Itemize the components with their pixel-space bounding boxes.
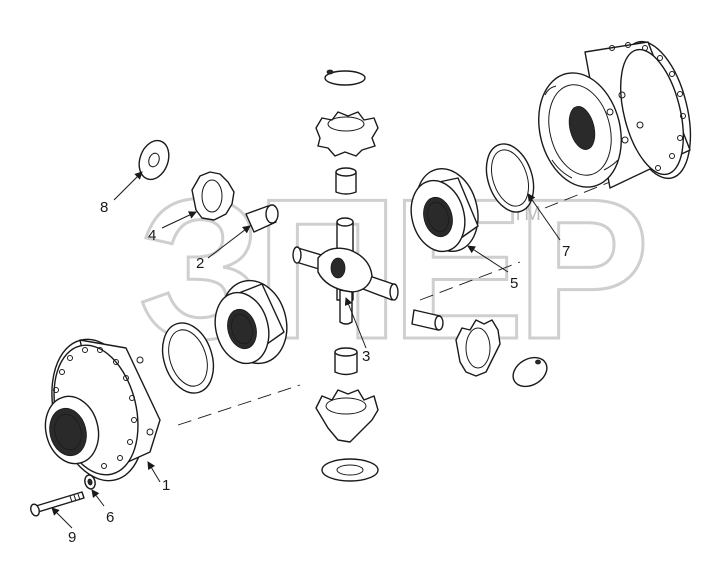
callout-label-3: 3: [362, 348, 370, 365]
spider-cross: [292, 217, 399, 325]
right-pinion-group: [411, 309, 548, 388]
callout-label-4: 4: [148, 227, 156, 244]
right-case-bolt-holes: [606, 42, 686, 171]
callout-label-6: 6: [106, 509, 114, 526]
callout-7: 7: [527, 193, 570, 260]
callout-label-7: 7: [562, 243, 570, 260]
callout-label-9: 9: [68, 529, 76, 546]
left-case-bolt-holes: [53, 347, 154, 469]
callout-label-8: 8: [100, 199, 108, 216]
callout-1: 1: [147, 461, 170, 494]
lock-washer: [84, 474, 96, 490]
callout-3: 3: [344, 297, 370, 365]
callout-9: 9: [51, 507, 76, 546]
right-side-gear: [410, 167, 479, 253]
callout-5: 5: [467, 245, 518, 292]
callout-4: 4: [148, 211, 197, 244]
callout-label-2: 2: [196, 255, 204, 272]
assembly-axis-lines: [177, 181, 611, 426]
callout-label-5: 5: [510, 275, 518, 292]
bolt: [30, 491, 85, 517]
right-case-half: [538, 40, 692, 189]
left-side-gear: [214, 279, 288, 365]
callout-6: 6: [91, 489, 114, 526]
left-pinion-group: [138, 139, 279, 233]
bottom-pinion-group: [315, 347, 379, 482]
thrust-washer-ring-right: [485, 143, 535, 213]
callout-label-1: 1: [162, 477, 170, 494]
callout-8: 8: [100, 171, 143, 216]
callout-2: 2: [196, 225, 251, 272]
left-case-half: [44, 338, 161, 482]
top-pinion-group: [315, 69, 379, 195]
thrust-washer-ring-left: [161, 322, 215, 394]
